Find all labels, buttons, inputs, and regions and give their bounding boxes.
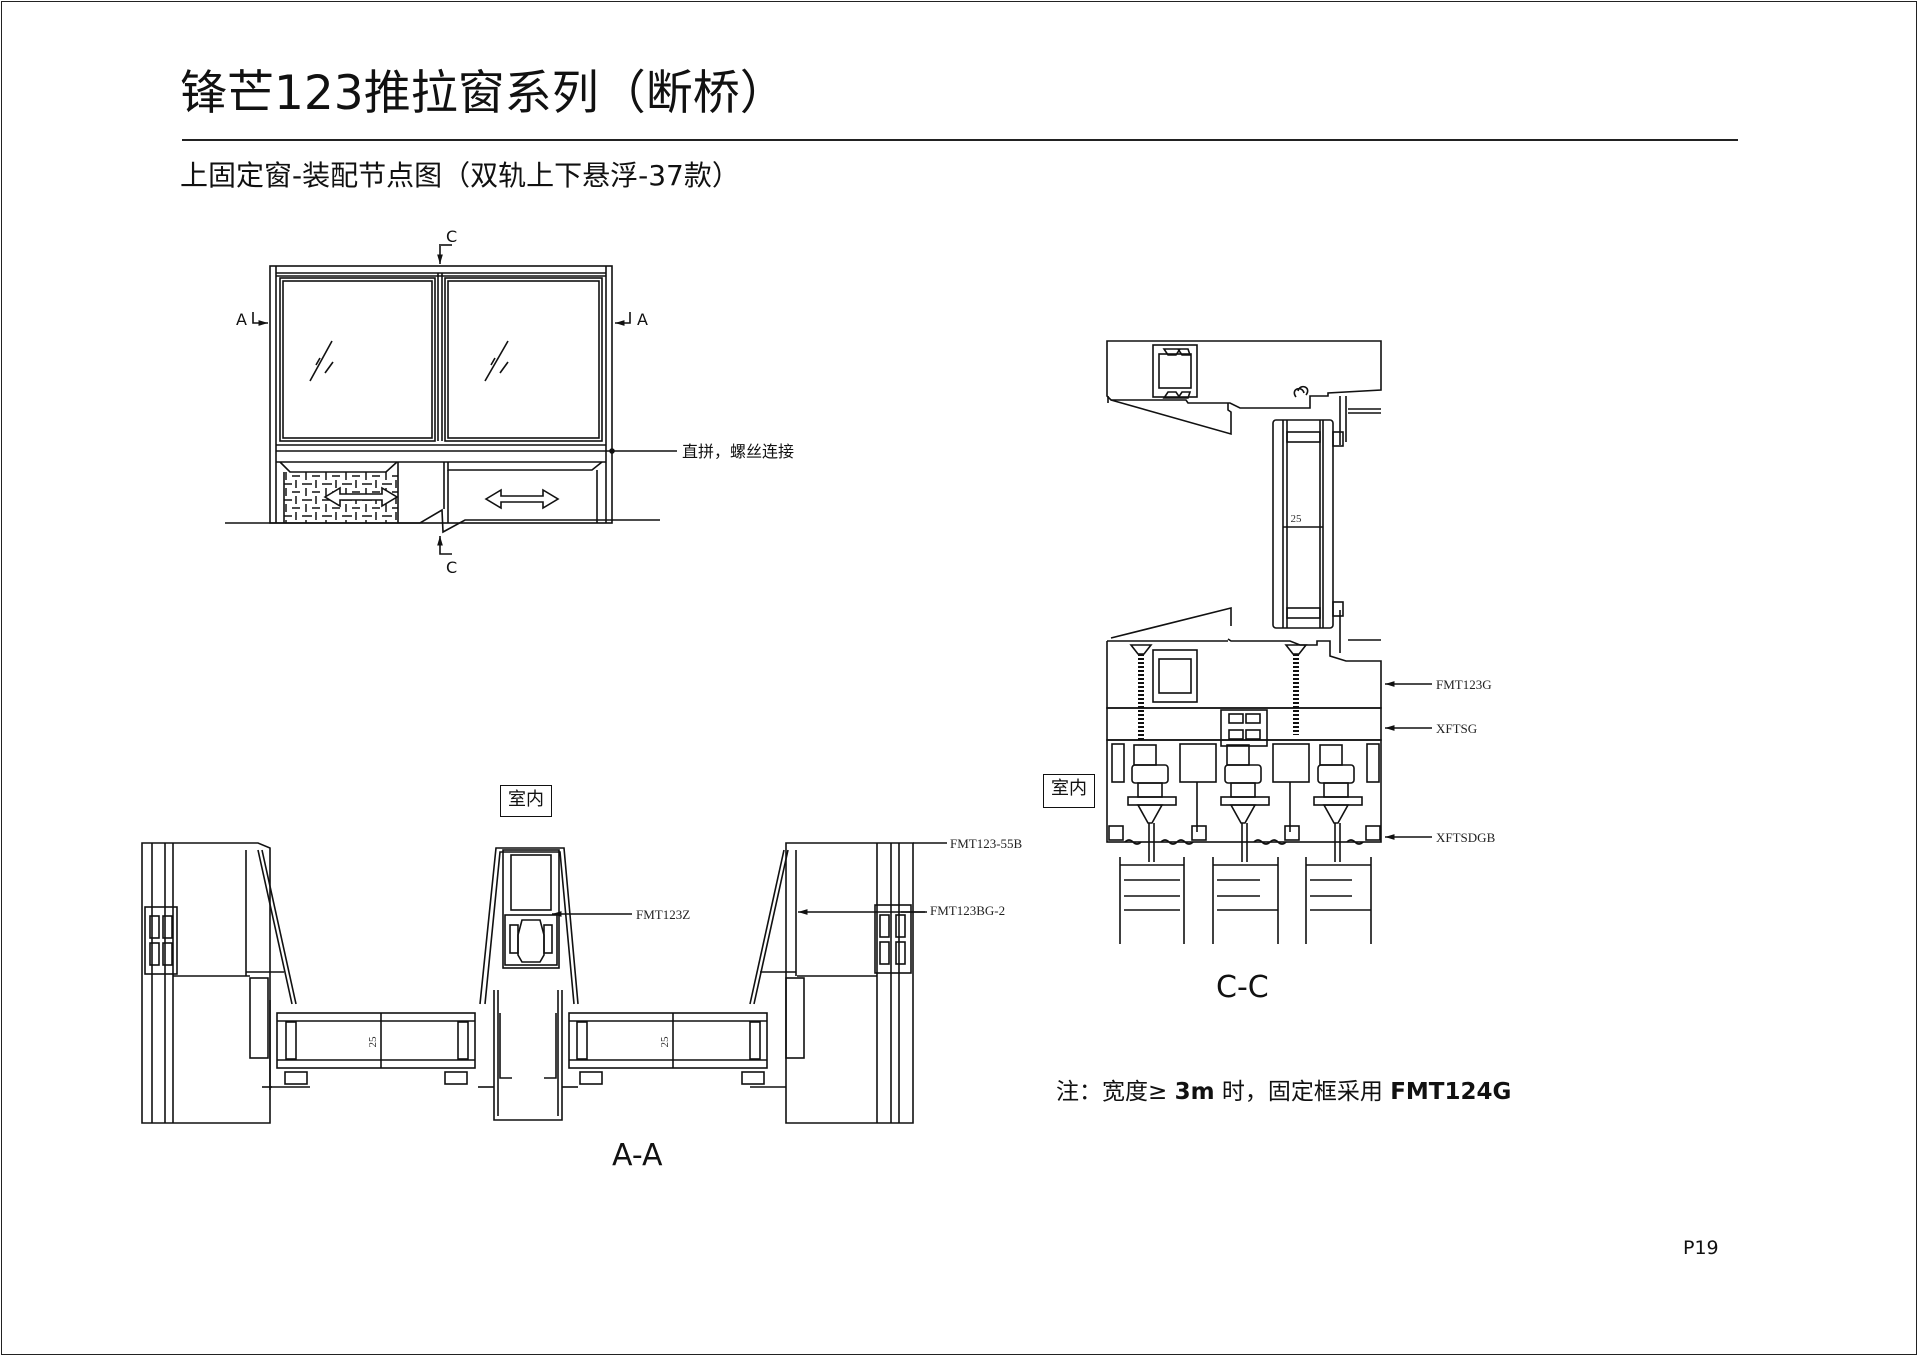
slide-arrow-right-icon bbox=[484, 488, 560, 510]
note-middle: 时，固定框采用 bbox=[1214, 1079, 1391, 1105]
note-value: 3m bbox=[1174, 1079, 1215, 1105]
note-text: 注：宽度≥ 3m 时，固定框采用 FMT124G bbox=[1056, 1076, 1511, 1108]
section-marker-a-right: A bbox=[637, 310, 648, 329]
page-subtitle: 上固定窗-装配节点图（双轨上下悬浮-37款） bbox=[180, 159, 740, 192]
gasket-icon bbox=[741, 1071, 765, 1085]
elevation-outer-frame bbox=[269, 265, 613, 524]
gasket-icon bbox=[579, 1071, 603, 1085]
section-a-left-arrow bbox=[252, 312, 268, 326]
cc-track-frame bbox=[1106, 707, 1382, 741]
section-marker-a-left: A bbox=[236, 310, 247, 329]
aa-glass-right bbox=[568, 1012, 768, 1069]
slide-arrow-left-icon bbox=[323, 486, 399, 508]
section-aa-drawing bbox=[141, 842, 947, 1124]
callout-fmt123-55b: FMT123-55B bbox=[950, 836, 1023, 851]
gasket-icon bbox=[284, 1071, 308, 1085]
aa-glass-dimension-left: 25 bbox=[367, 1036, 379, 1048]
gasket-icon bbox=[444, 1071, 468, 1085]
page-title: 锋芒123推拉窗系列（断桥） bbox=[180, 66, 787, 121]
ground-break-line bbox=[225, 508, 660, 534]
cc-roller-1 bbox=[1119, 744, 1185, 944]
section-aa-title: A-A bbox=[612, 1138, 663, 1173]
glass-reflection-icon bbox=[309, 340, 509, 382]
cc-glass-unit bbox=[1272, 419, 1334, 629]
callout-fmt123bg-2: FMT123BG-2 bbox=[930, 903, 1005, 918]
section-cc-drawing bbox=[1106, 340, 1432, 944]
window-elevation bbox=[225, 244, 677, 555]
section-marker-c-top: C bbox=[446, 227, 457, 246]
elevation-glass-right bbox=[444, 277, 603, 442]
cc-head-frame bbox=[1106, 340, 1382, 409]
callout-fmt123z: FMT123Z bbox=[636, 907, 690, 922]
cc-indoor-label: 室内 bbox=[1043, 774, 1095, 808]
aa-glass-left bbox=[276, 1012, 476, 1069]
aa-left-frame bbox=[141, 842, 271, 1124]
screw-icon bbox=[1284, 644, 1308, 735]
elevation-glass-left bbox=[279, 277, 436, 442]
callout-xftsdgb: XFTSDGB bbox=[1436, 830, 1496, 845]
aa-central-mullion bbox=[502, 849, 560, 969]
cc-roller-3 bbox=[1305, 744, 1372, 944]
callout-fmt123g: FMT123G bbox=[1436, 677, 1492, 692]
screw-icon bbox=[1129, 644, 1153, 740]
page-number: P19 bbox=[1683, 1237, 1719, 1259]
callout-xftsg: XFTSG bbox=[1436, 721, 1477, 736]
elevation-annotation: 直拼，螺丝连接 bbox=[682, 442, 794, 461]
section-a-right-arrow bbox=[615, 312, 631, 326]
note-prefix: 注：宽度≥ bbox=[1056, 1079, 1175, 1105]
aa-indoor-label: 室内 bbox=[500, 785, 552, 817]
section-marker-c-bottom: C bbox=[446, 558, 457, 577]
title-rule bbox=[182, 139, 1738, 141]
note-model: FMT124G bbox=[1390, 1079, 1512, 1105]
cc-bottom-frame bbox=[1106, 739, 1382, 843]
section-cc-title: C-C bbox=[1216, 970, 1269, 1005]
aa-glass-dimension-right: 25 bbox=[659, 1036, 671, 1048]
cc-roller-2 bbox=[1212, 744, 1279, 944]
cc-glass-dimension: 25 bbox=[1291, 513, 1303, 525]
section-c-bottom-arrow bbox=[437, 536, 452, 555]
aa-right-frame bbox=[785, 842, 914, 1124]
